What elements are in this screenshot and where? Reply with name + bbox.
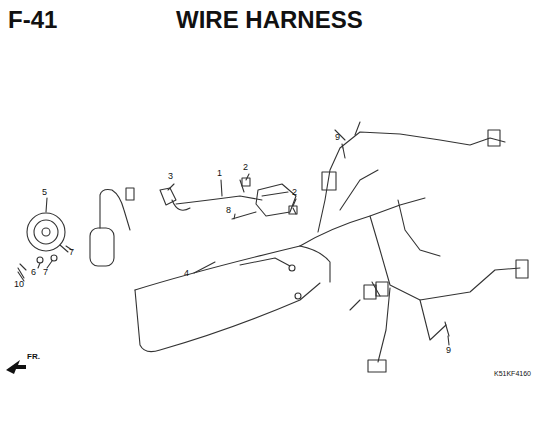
callout-number: 3 <box>168 172 173 181</box>
callout-number: 2 <box>292 188 297 197</box>
callout-number: 9 <box>335 133 340 142</box>
callout-number: 10 <box>14 280 24 289</box>
callout-number: 6 <box>31 268 36 277</box>
callout-number: 2 <box>243 163 248 172</box>
direction-label: FR. <box>27 353 40 361</box>
callout-number: 9 <box>446 346 451 355</box>
callout-number: 7 <box>69 248 74 257</box>
callout-number: 7 <box>43 268 48 277</box>
figure-number: F-41 <box>8 8 57 32</box>
page-title: WIRE HARNESS <box>176 8 363 32</box>
front-arrow <box>6 360 26 374</box>
callout-number: 5 <box>42 188 47 197</box>
callout-number: 1 <box>217 169 222 178</box>
callout-number: 8 <box>226 206 231 215</box>
callout-number: 4 <box>184 269 189 278</box>
drawing-code: K51KF4160 <box>494 370 531 377</box>
